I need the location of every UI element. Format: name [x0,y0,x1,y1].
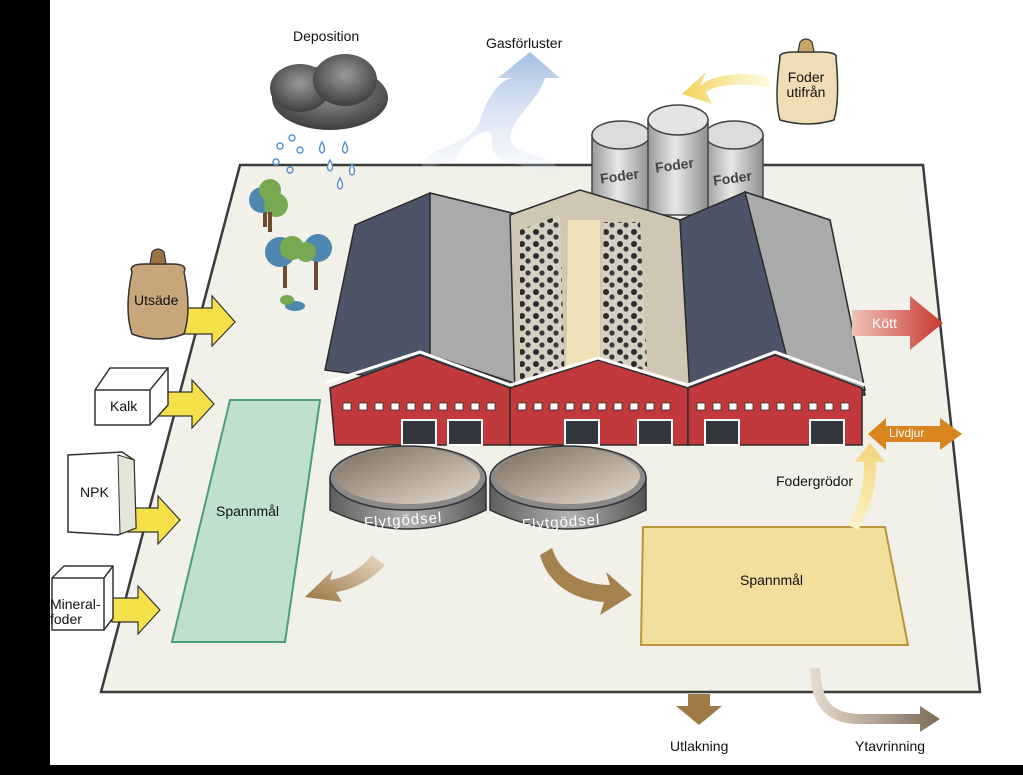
left-border [0,0,50,775]
spannmal-right-label: Spannmål [740,572,804,588]
livdjur-label: Livdjur [889,426,925,440]
input-arrows [111,294,236,636]
seed-bag-icon [127,248,189,340]
feed-in-arrow [682,72,770,104]
npk-sack-icon [67,451,137,536]
bottom-border [0,765,1023,775]
barn [324,189,866,446]
spannmal-left-label: Spannmål [216,503,280,519]
trees-icon [249,179,332,311]
mineral-feed-line1: Mineral- [50,596,101,612]
lime-box-icon [94,367,169,426]
kalk-label: Kalk [110,398,138,414]
deposition-label: Deposition [293,28,360,44]
manure-tank-right [489,445,647,530]
livdjur-arrow [868,418,962,450]
utlakning-label: Utlakning [670,738,729,754]
fodergrodor-label: Fodergrödor [776,473,854,489]
foder-utifran-label: Foder utifrån [784,70,828,100]
foder-utifran-line2: utifrån [786,84,826,100]
foder-utifran-line1: Foder [787,69,825,85]
utlakning-arrow [676,694,722,725]
feed-bag-icon [776,38,839,125]
mineral-feed-line2: foder [50,611,82,627]
manure-tank-left [329,445,487,530]
field-left [170,399,322,643]
manure-arrow-right [540,548,632,615]
gas-loss-arrow [420,52,560,175]
utsade-label: Utsäde [134,292,179,308]
gasforluster-label: Gasförluster [486,35,563,51]
kott-label: Kött [872,315,897,331]
manure-arrow-left [305,555,385,602]
ytavrinning-label: Ytavrinning [855,738,926,754]
npk-label: NPK [80,484,109,500]
field-right [639,526,910,646]
mineral-feed-label: Mineral- foder [50,597,101,627]
mineral-feed-box-icon [51,565,114,631]
kott-arrow [852,296,943,350]
rain-cloud [270,54,388,190]
ytavrinning-arrow [810,668,940,732]
fodergrodor-arrow [848,443,885,530]
